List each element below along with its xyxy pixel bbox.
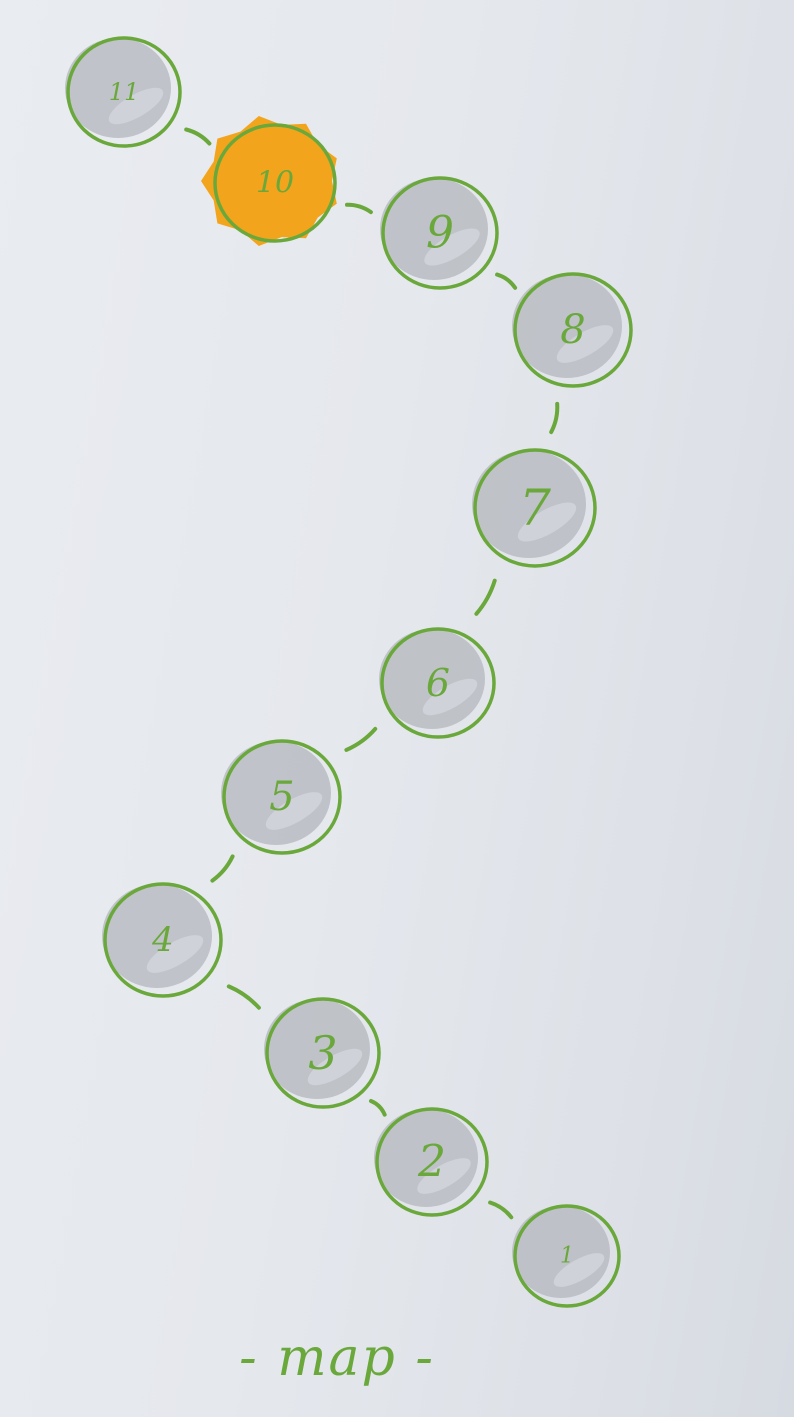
connector-9-10 — [345, 202, 373, 215]
level-highlight — [417, 1158, 471, 1194]
level-outline — [513, 1204, 621, 1308]
level-label: 1 — [560, 1244, 574, 1269]
connector-5-6 — [344, 726, 378, 752]
level-node-4[interactable]: 4 — [102, 882, 223, 998]
map-title: - map - — [239, 1328, 435, 1388]
connector-7-8 — [549, 401, 560, 435]
level-highlight — [265, 792, 323, 830]
path-connectors — [184, 127, 560, 1220]
connector-4-5 — [210, 854, 235, 883]
level-highlight — [422, 678, 478, 716]
level-label: 7 — [519, 479, 551, 537]
level-highlight — [108, 87, 164, 125]
connector-1-2 — [488, 1200, 514, 1220]
level-node-8[interactable]: 8 — [512, 272, 633, 388]
level-outline — [213, 123, 337, 243]
level-outline — [265, 997, 381, 1109]
level-outline — [103, 882, 223, 998]
connector-8-9 — [495, 272, 518, 290]
level-node-5[interactable]: 5 — [221, 739, 342, 855]
level-label: 8 — [560, 307, 585, 353]
level-node-10-current[interactable]: 10 — [201, 116, 337, 246]
level-highlight — [424, 228, 480, 266]
connector-3-4 — [226, 984, 261, 1010]
level-node-6[interactable]: 6 — [379, 627, 496, 739]
level-label: 4 — [151, 920, 174, 960]
connector-2-3 — [369, 1099, 387, 1117]
level-highlight — [146, 935, 204, 973]
level-highlight — [307, 1048, 363, 1086]
level-highlight — [553, 1253, 605, 1287]
level-node-9[interactable]: 9 — [380, 176, 499, 290]
level-label: 10 — [256, 166, 294, 201]
level-fill — [512, 274, 622, 378]
level-label: 9 — [426, 208, 454, 259]
level-highlight — [556, 325, 614, 363]
level-outline — [473, 448, 597, 568]
connector-6-7 — [474, 578, 497, 616]
connector-10-11 — [184, 127, 212, 146]
level-fill — [472, 450, 586, 558]
level-node-7[interactable]: 7 — [472, 448, 597, 568]
level-label: 5 — [269, 774, 294, 820]
level-highlight — [517, 502, 577, 542]
level-node-1[interactable]: 1 — [512, 1204, 621, 1308]
level-node-2[interactable]: 2 — [374, 1107, 489, 1217]
level-fill — [221, 741, 331, 845]
level-outline — [222, 739, 342, 855]
level-outline — [375, 1107, 489, 1217]
level-outline — [513, 272, 633, 388]
level-fill — [102, 884, 212, 988]
level-outline — [380, 627, 496, 739]
current-level-fill — [212, 125, 326, 233]
level-label: 3 — [308, 1026, 337, 1080]
level-label: 2 — [417, 1137, 446, 1188]
level-node-11[interactable]: 11 — [65, 36, 182, 148]
level-label: 11 — [109, 78, 140, 106]
level-node-3[interactable]: 3 — [264, 997, 381, 1109]
level-outline — [381, 176, 499, 290]
level-label: 6 — [426, 661, 450, 705]
level-outline — [66, 36, 182, 148]
level-nodes: 1 2 3 4 5 6 7 8 9 10 11 — [65, 36, 633, 1308]
